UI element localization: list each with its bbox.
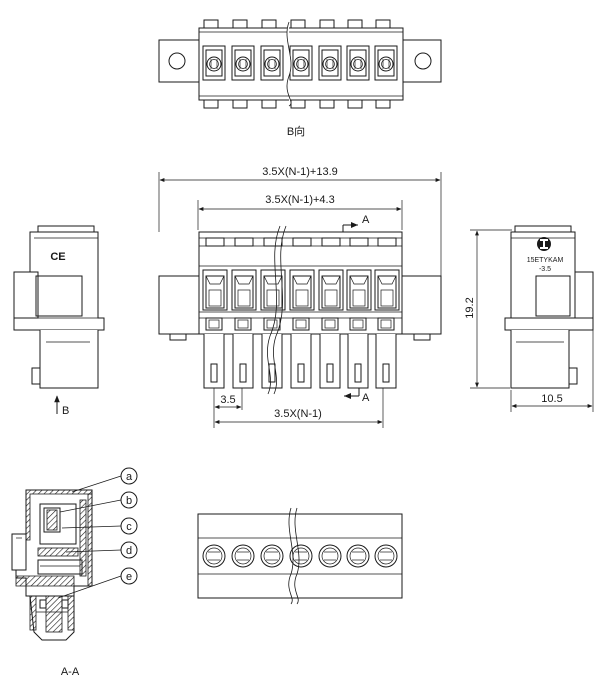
b-view-cell bbox=[231, 19, 255, 109]
left-side-view: CE B bbox=[13, 225, 105, 417]
screw-icon bbox=[206, 56, 222, 72]
front-pin bbox=[232, 334, 254, 389]
screw-head-icon bbox=[289, 544, 313, 568]
callout-label: d bbox=[126, 545, 132, 557]
model-line-1: 15ETYKAM bbox=[527, 257, 564, 264]
height-label: 19.2 bbox=[464, 297, 476, 318]
screw-head-icon bbox=[202, 544, 226, 568]
break-line-front bbox=[267, 225, 281, 395]
b-view-label: B向 bbox=[287, 124, 305, 138]
bottom-view bbox=[197, 513, 403, 599]
section-a-a-view: ab cd e A-A bbox=[11, 467, 138, 678]
callout-b: b bbox=[59, 491, 138, 513]
screw-head-icon bbox=[231, 544, 255, 568]
section-a-top-label: A bbox=[362, 214, 370, 226]
section-a-bottom-label: A bbox=[362, 392, 370, 404]
b-view-cell bbox=[318, 19, 342, 109]
b-arrow-label: B bbox=[62, 405, 69, 417]
callout-d: d bbox=[65, 541, 138, 559]
front-pin bbox=[261, 334, 283, 389]
callout-label: a bbox=[126, 471, 133, 483]
front-cell bbox=[374, 237, 400, 331]
screw-head-icon bbox=[318, 544, 342, 568]
callout-a: a bbox=[71, 467, 138, 493]
screw-icon bbox=[378, 56, 394, 72]
front-pin bbox=[319, 334, 341, 389]
left-mount-hole bbox=[168, 52, 186, 70]
right-mount-hole bbox=[414, 52, 432, 70]
depth-label: 10.5 bbox=[541, 393, 562, 405]
screw-icon bbox=[235, 56, 251, 72]
ce-mark: CE bbox=[50, 251, 65, 263]
contact-pin bbox=[45, 595, 63, 633]
callout-label: e bbox=[126, 571, 132, 583]
break-line-bottom bbox=[288, 507, 294, 605]
front-cell bbox=[346, 237, 372, 331]
front-cell bbox=[202, 237, 228, 331]
front-pin bbox=[347, 334, 369, 389]
callout-label: c bbox=[126, 521, 132, 533]
brand-logo-icon bbox=[537, 237, 551, 251]
front-pin bbox=[375, 334, 397, 389]
screw-head-icon bbox=[374, 544, 398, 568]
right-side-view: 15ETYKAM -3.5 19.2 10.5 bbox=[464, 225, 594, 412]
front-view: 3.5X(N-1)+13.9 3.5X(N-1)+4.3 A A bbox=[158, 166, 442, 428]
break-line-top bbox=[286, 21, 292, 107]
b-view-cell bbox=[260, 19, 284, 109]
callout-label: b bbox=[126, 495, 132, 507]
model-line-2: -3.5 bbox=[539, 266, 551, 273]
screw-icon bbox=[322, 56, 338, 72]
front-pins bbox=[203, 334, 397, 389]
b-direction-view: B向 bbox=[158, 19, 442, 138]
front-right-flange bbox=[401, 275, 442, 335]
front-pin bbox=[203, 334, 225, 389]
front-cell bbox=[231, 237, 257, 331]
pitch-span-label: 3.5X(N-1) bbox=[274, 408, 322, 420]
clamp-plate bbox=[37, 547, 79, 557]
section-label: A-A bbox=[61, 666, 80, 678]
screw-icon bbox=[264, 56, 280, 72]
callout-c: c bbox=[61, 517, 138, 535]
right-flange bbox=[402, 39, 442, 83]
front-body bbox=[198, 231, 403, 335]
front-cell bbox=[318, 237, 344, 331]
inner-width-label: 3.5X(N-1)+4.3 bbox=[265, 194, 334, 206]
screw-icon bbox=[350, 56, 366, 72]
screw-icon bbox=[293, 56, 309, 72]
b-view-body bbox=[198, 27, 404, 101]
front-cell bbox=[289, 237, 315, 331]
b-view-cell bbox=[374, 19, 398, 109]
b-view-cell bbox=[202, 19, 226, 109]
screw-head-icon bbox=[346, 544, 370, 568]
callout-e: e bbox=[57, 567, 138, 599]
bottom-screw-row bbox=[202, 544, 398, 568]
front-left-flange bbox=[158, 275, 200, 335]
b-view-cell bbox=[346, 19, 370, 109]
pitch-label: 3.5 bbox=[220, 394, 235, 406]
overall-width-label: 3.5X(N-1)+13.9 bbox=[262, 166, 338, 178]
callout-group: ab cd e bbox=[57, 467, 138, 599]
screw-head-icon bbox=[260, 544, 284, 568]
front-pin bbox=[290, 334, 312, 389]
left-flange bbox=[158, 39, 200, 83]
